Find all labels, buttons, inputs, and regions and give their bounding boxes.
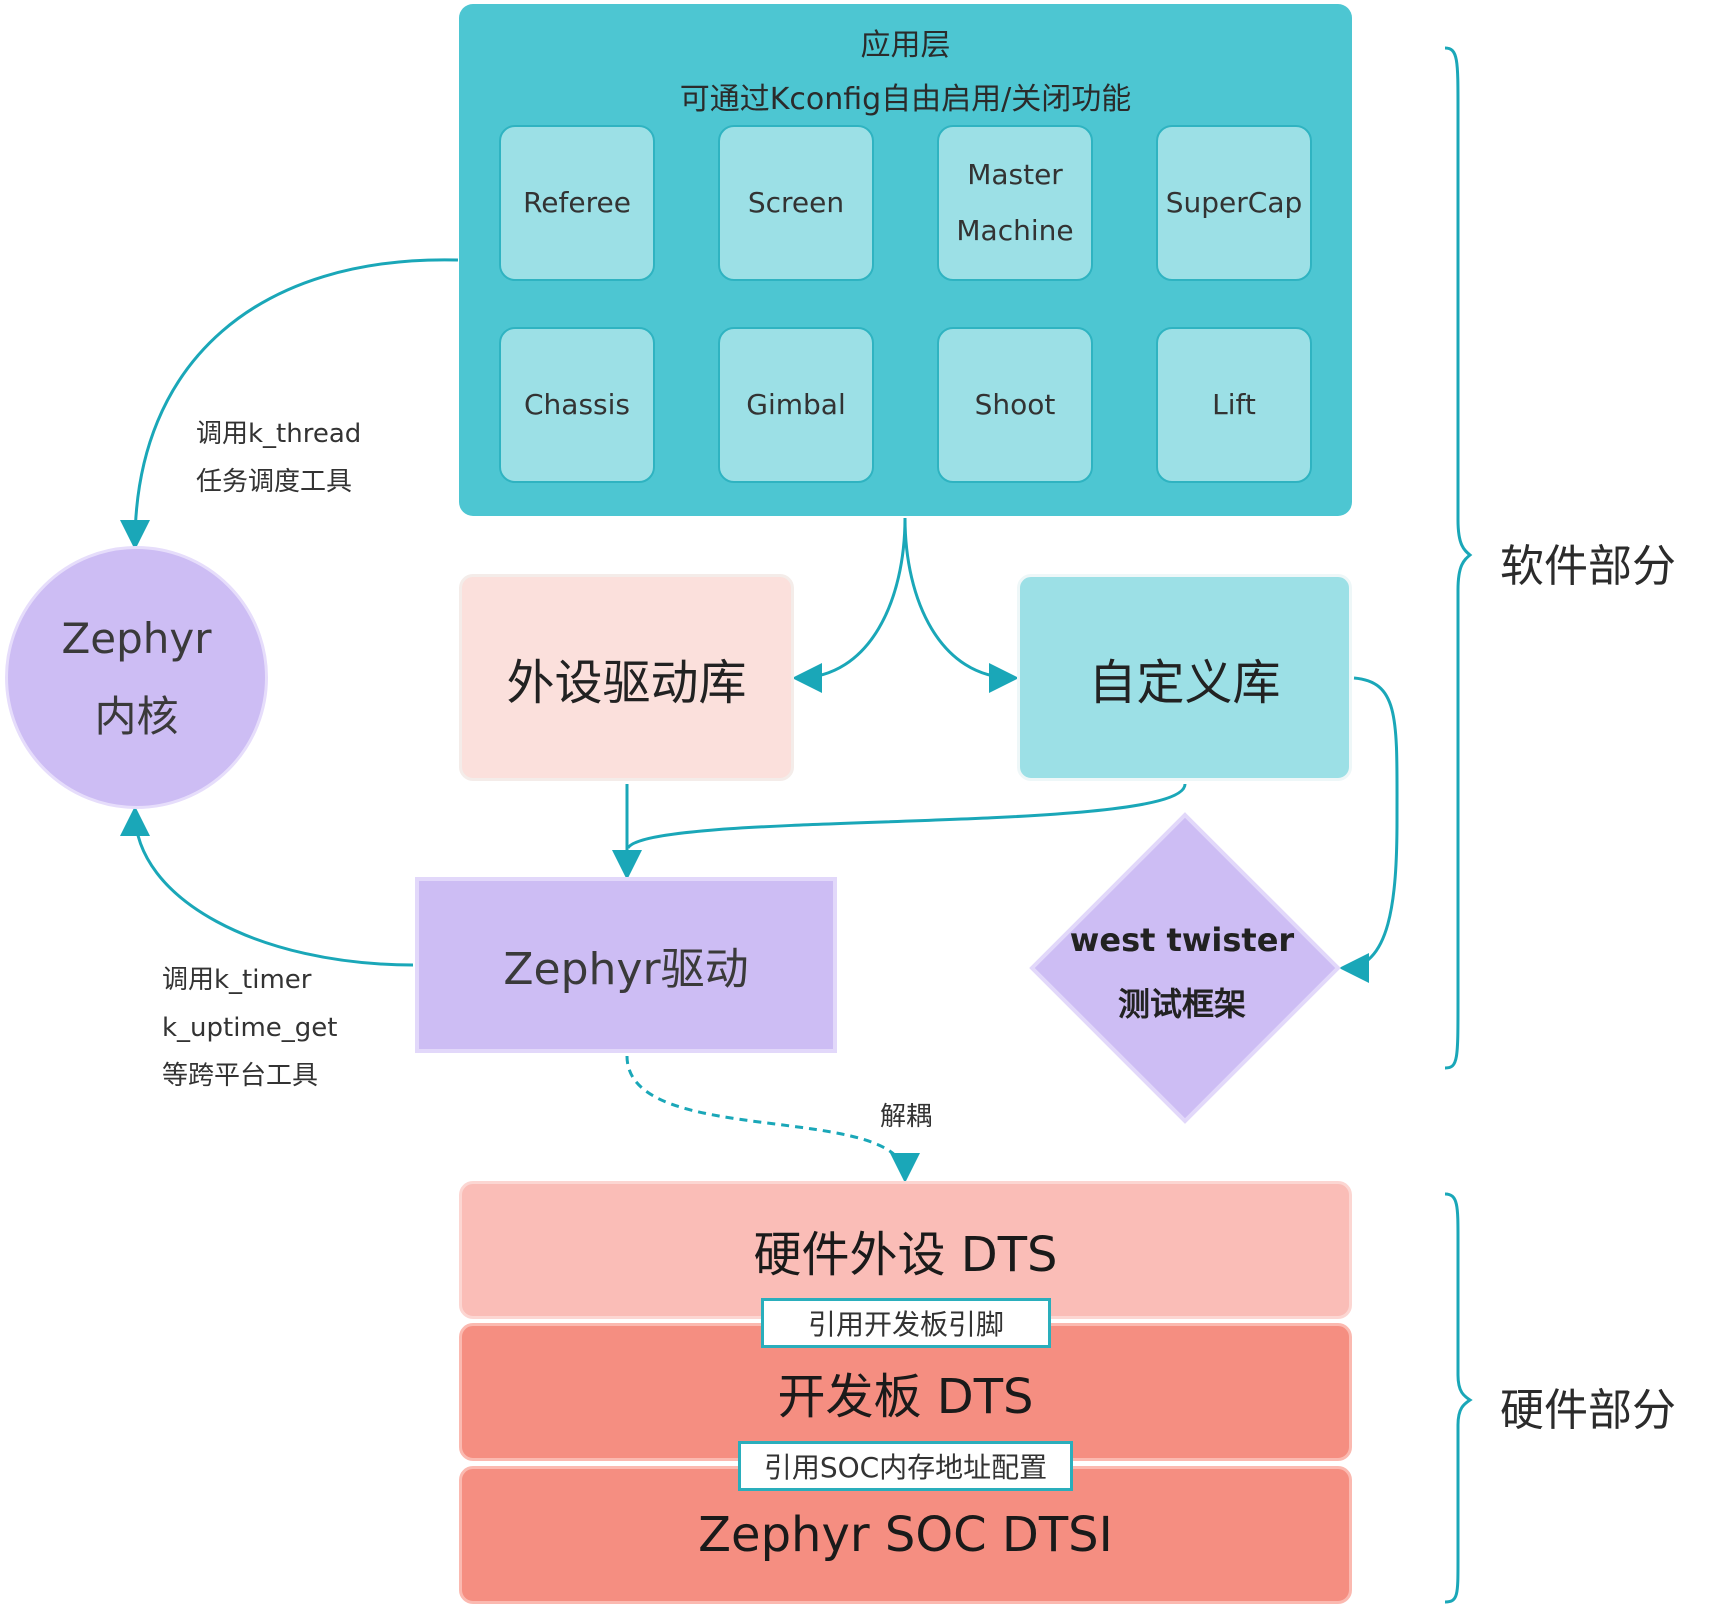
module-referee: Referee bbox=[499, 125, 655, 281]
zephyr-kernel-circle: Zephyr 内核 bbox=[5, 546, 268, 809]
module-supercap: SuperCap bbox=[1156, 125, 1312, 281]
decouple-label: 解耦 bbox=[880, 1102, 933, 1132]
module-screen: Screen bbox=[718, 125, 874, 281]
hardware-peripheral-dts: 硬件外设 DTS bbox=[459, 1181, 1352, 1319]
driver-to-kernel-arrow bbox=[120, 806, 414, 967]
software-section-label: 软件部分 bbox=[1500, 541, 1676, 592]
peripheral-driver-lib: 外设驱动库 bbox=[459, 574, 794, 781]
app-layer-title: 应用层 bbox=[860, 28, 951, 63]
board-pin-tag: 引用开发板引脚 bbox=[761, 1298, 1051, 1348]
decouple-dashed-arrow bbox=[625, 1055, 920, 1183]
hardware-brace bbox=[1444, 1192, 1473, 1604]
custom-lib: 自定义库 bbox=[1017, 574, 1352, 781]
app-to-kernel-arrow bbox=[120, 258, 459, 550]
kernel-line-2: 内核 bbox=[94, 691, 179, 741]
custom-to-twister-arrow bbox=[1339, 676, 1399, 983]
soc-memory-tag: 引用SOC内存地址配置 bbox=[738, 1441, 1073, 1491]
module-master-machine: Master Machine bbox=[937, 125, 1093, 281]
driver-call-note: 调用k_timer k_uptime_get 等跨平台工具 bbox=[162, 965, 338, 1091]
software-brace bbox=[1444, 46, 1473, 1070]
hardware-section-label: 硬件部分 bbox=[1500, 1385, 1676, 1436]
module-gimbal: Gimbal bbox=[718, 327, 874, 483]
twister-label: west twister 测试框架 bbox=[1069, 921, 1295, 1023]
module-chassis: Chassis bbox=[499, 327, 655, 483]
custom-to-driver-arrow bbox=[626, 783, 1187, 850]
board-dts: 开发板 DTS bbox=[459, 1323, 1352, 1461]
module-shoot: Shoot bbox=[937, 327, 1093, 483]
app-to-peripheral-arrow bbox=[792, 517, 907, 693]
kernel-call-note: 调用k_thread 任务调度工具 bbox=[196, 419, 362, 497]
app-layer-subtitle: 可通过Kconfig自由启用/关闭功能 bbox=[679, 82, 1132, 117]
kernel-line-1: Zephyr bbox=[61, 613, 212, 663]
twister-diamond bbox=[1029, 812, 1341, 1124]
zephyr-driver-box: Zephyr驱动 bbox=[415, 877, 837, 1053]
module-lift: Lift bbox=[1156, 327, 1312, 483]
app-to-custom-arrow bbox=[903, 517, 1019, 693]
